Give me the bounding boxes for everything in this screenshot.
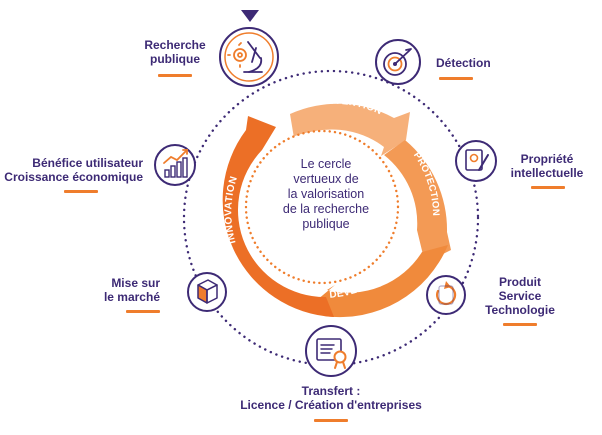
label-line: Technologie [485, 303, 555, 317]
detection-label: Détection [436, 56, 491, 70]
label-line: Transfert : [301, 384, 361, 398]
label-line: Bénéfice utilisateur [32, 156, 143, 170]
product-box-icon [197, 279, 218, 304]
center-line: vertueux de [293, 172, 359, 186]
label-line: Service [498, 289, 542, 303]
transfert-underline [314, 419, 348, 422]
certificate-icon [316, 338, 347, 369]
invention-segment [290, 103, 410, 156]
mise-underline [126, 310, 160, 313]
node-propriete [455, 140, 497, 182]
node-mise [187, 272, 227, 312]
label-line: Licence / Création d'entreprises [240, 398, 422, 412]
label-line: Détection [436, 56, 491, 70]
microscope-gear-icon [227, 41, 263, 73]
label-line: le marché [103, 290, 160, 304]
node-detection [375, 39, 421, 85]
center-text: Le cercle vertueux de la valorisation de… [266, 157, 386, 232]
protection-segment [384, 140, 451, 263]
center-line: publique [302, 217, 350, 231]
label-line: intellectuelle [510, 166, 584, 180]
center-line: Le cercle [300, 157, 352, 171]
produit-label: Produit Service Technologie [475, 275, 565, 317]
label-line: Croissance économique [4, 170, 143, 184]
label-line: Recherche [144, 38, 206, 52]
propriete-underline [531, 186, 565, 189]
node-benefice [154, 144, 196, 186]
target-icon [383, 48, 412, 76]
start-marker-icon [241, 10, 259, 22]
benefice-underline [64, 190, 98, 193]
inner-dotted-circle [244, 129, 400, 285]
recherche-underline [158, 74, 192, 77]
growth-chart-icon [163, 149, 188, 178]
innovation-segment [222, 116, 334, 317]
benefice-label: Bénéfice utilisateur Croissance économiq… [0, 156, 143, 184]
label-line: Produit [499, 275, 541, 289]
developpement-segment [317, 245, 448, 318]
center-line: la valorisation [287, 187, 365, 201]
node-recherche [219, 27, 279, 87]
recherche-label: Recherche publique [130, 38, 220, 66]
transfert-label: Transfert : Licence / Création d'entrepr… [211, 384, 451, 412]
detection-underline [439, 77, 473, 80]
node-transfert [305, 325, 357, 377]
label-line: Propriété [520, 152, 574, 166]
node-produit [426, 275, 466, 315]
label-line: Mise sur [111, 276, 160, 290]
mise-label: Mise sur le marché [90, 276, 160, 304]
propriete-label: Propriété intellectuelle [502, 152, 592, 180]
center-line: de la recherche [282, 202, 370, 216]
patent-pen-icon [465, 149, 489, 171]
label-line: publique [150, 52, 200, 66]
produit-underline [503, 323, 537, 326]
cycle-arrows-icon [436, 281, 457, 306]
